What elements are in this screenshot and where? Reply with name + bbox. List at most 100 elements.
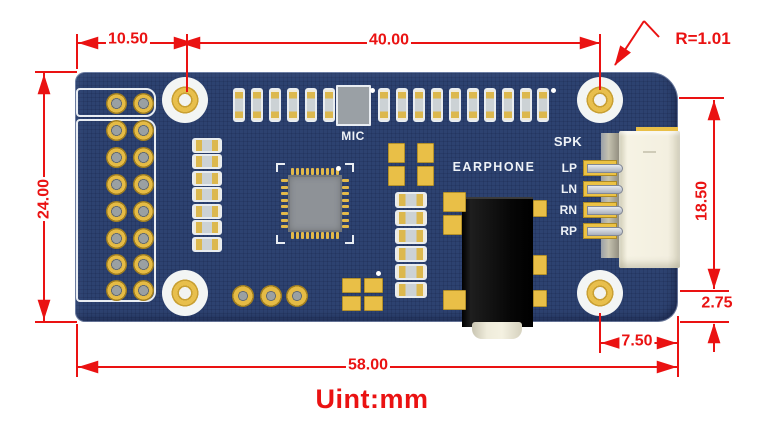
header-pin-hole (133, 228, 154, 249)
chip-pin (306, 232, 309, 239)
smd-resistor (192, 154, 222, 169)
header-pin-hole (106, 280, 127, 301)
chip-pin (281, 192, 288, 196)
pin1-dot (336, 166, 341, 171)
header-pin-hole (106, 93, 127, 114)
dim-label-hole-offset-x: 10.50 (105, 30, 151, 49)
speaker-pin-rn (587, 206, 623, 215)
speaker-pad-rp (583, 223, 623, 239)
speaker-pin-lp (587, 164, 623, 173)
chip-pin (342, 192, 349, 196)
speaker-pad-lp (583, 160, 623, 176)
smd-resistor (395, 228, 427, 244)
codec-chip (276, 163, 354, 244)
smd-capacitor (484, 88, 496, 122)
chip-pin (291, 232, 294, 239)
spk-label: SPK (553, 134, 583, 149)
microphone-component (336, 85, 371, 126)
chip-pin (336, 168, 339, 175)
speaker-pad-rn (583, 202, 623, 218)
mounting-hole (162, 77, 208, 123)
smd-resistor (192, 138, 222, 153)
header-pin-hole (106, 120, 127, 141)
header-pin-hole (133, 120, 154, 141)
solder-pad (342, 296, 361, 311)
dim-label-board-height: 24.00 (35, 176, 54, 222)
smd-capacitor (378, 88, 390, 122)
solder-pad (364, 296, 383, 311)
dim-label-corner-radius: R=1.01 (673, 29, 733, 49)
jack-solder-pad (443, 215, 462, 235)
jack-solder-pad (533, 290, 547, 307)
smd-capacitor (396, 88, 408, 122)
chip-pin (281, 198, 288, 202)
smd-capacitor (305, 88, 317, 122)
round-test-pad (232, 285, 254, 307)
chip-pin (311, 232, 314, 239)
speaker-pin-rp (587, 227, 623, 236)
chip-pin (326, 168, 329, 175)
chip-pin (342, 205, 349, 209)
chip-pin (326, 232, 329, 239)
jack-solder-pad (533, 200, 547, 217)
smd-resistor (395, 192, 427, 208)
smd-resistor (192, 187, 222, 202)
dim-label-hole-spacing-x: 40.00 (366, 31, 412, 50)
earphone-label: EARPHONE (452, 160, 536, 174)
smd-capacitor (502, 88, 514, 122)
earphone-jack (462, 197, 533, 327)
smd-resistor (192, 204, 222, 219)
pin-label-rp: RP (560, 224, 577, 238)
chip-pin (316, 232, 319, 239)
unit-label: Uint:mm (315, 383, 429, 414)
chip-pin (301, 168, 304, 175)
chip-pin (316, 168, 319, 175)
smd-capacitor (413, 88, 425, 122)
jack-solder-pad (443, 290, 466, 310)
chip-pin (336, 232, 339, 239)
mounting-hole (162, 270, 208, 316)
chip-pin (331, 168, 334, 175)
smd-capacitor (431, 88, 443, 122)
round-test-pad (286, 285, 308, 307)
dim-label-hole-spacing-y: 18.50 (693, 178, 712, 224)
dim-label-hole-offset-right: 7.50 (619, 332, 655, 351)
chip-pin (342, 218, 349, 222)
solder-pad (388, 166, 405, 186)
chip-corner-bracket (345, 235, 354, 244)
chip-pin (311, 168, 314, 175)
pcb-board: MIC EARPHONE SPK LP LN RN RP (75, 72, 680, 327)
chip-pin (342, 212, 349, 215)
chip-pin (342, 185, 349, 189)
chip-pin (281, 205, 288, 209)
pin-label-lp: LP (561, 161, 577, 175)
chip-corner-bracket (276, 163, 285, 172)
header-pin-hole (133, 201, 154, 222)
dim-label-board-width: 58.00 (345, 356, 391, 375)
smd-capacitor (287, 88, 299, 122)
header-pin-hole (106, 254, 127, 275)
pin1-dot (376, 271, 381, 276)
speaker-pad-ln (583, 181, 623, 197)
smd-capacitor (251, 88, 263, 122)
jack-solder-pad (533, 255, 547, 275)
smd-resistor (192, 171, 222, 186)
mic-label: MIC (341, 129, 365, 143)
smd-capacitor (449, 88, 461, 122)
chip-pin (281, 225, 288, 229)
smd-resistor (192, 237, 222, 252)
chip-corner-bracket (345, 163, 354, 172)
header-pin-hole (106, 147, 127, 168)
jack-solder-pad (443, 192, 466, 212)
smd-capacitor (537, 88, 549, 122)
dim-top-lines (76, 34, 601, 92)
chip-pin (342, 198, 349, 202)
chip-pin (331, 232, 334, 239)
speaker-connector-seam (643, 151, 656, 153)
chip-corner-bracket (276, 235, 285, 244)
chip-pin (296, 168, 299, 175)
smd-resistor (395, 282, 427, 298)
smd-resistor (395, 210, 427, 226)
chip-pin (321, 232, 324, 239)
